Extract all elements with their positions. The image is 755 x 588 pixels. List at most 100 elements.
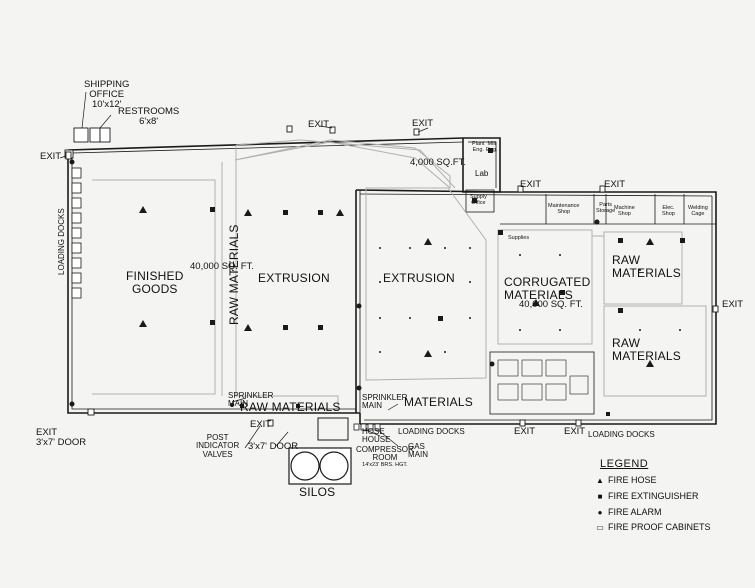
supply-office-line1: Supply — [470, 194, 487, 200]
post-indicator-line3: VALVES — [202, 449, 233, 459]
sprinkler-main-label-1: SPRINKLER MAIN — [228, 391, 274, 409]
loading-docks-label-south-2: LOADING DOCKS — [588, 430, 655, 439]
legend-item-fire-proof-cabinets: ▭ FIRE PROOF CABINETS — [596, 522, 711, 532]
hose-house-line2: HOUSE — [362, 435, 391, 445]
supply-office-label: Supply Office — [470, 194, 487, 206]
silos — [288, 447, 352, 485]
machine-shop-label: Machine Shop — [614, 205, 635, 217]
shipping-office-line1: SHIPPING — [84, 79, 130, 90]
extrusion-label-east: EXTRUSION — [383, 271, 455, 285]
exit-label-west: EXIT — [40, 151, 62, 162]
sprinkler-main-label-2: SPRINKLER MAIN — [362, 393, 408, 411]
finished-goods-line2: GOODS — [131, 281, 178, 296]
column-dots — [379, 247, 681, 353]
machine-shop-line1: Machine — [614, 205, 635, 211]
legend-label-fire-alarm: FIRE ALARM — [608, 507, 662, 517]
sprinkler-main-1-line2: MAIN — [228, 399, 248, 409]
parts-storage-line2: Storage — [596, 207, 616, 214]
raw-materials-se-line1: RAW — [612, 336, 641, 350]
raw-materials-label-se: RAW MATERIALS — [612, 337, 681, 362]
mill-eng-line2: Eng. — [486, 146, 498, 153]
area-label-east: 40,000 SQ. FT. — [519, 299, 583, 310]
plant-eng-line2: Eng. — [472, 146, 484, 153]
legend-item-fire-hose: ▲ FIRE HOSE — [596, 475, 657, 485]
extrusion-label-west: EXTRUSION — [258, 271, 330, 285]
exit-label-south-2: EXIT — [514, 426, 536, 437]
elec-shop-label: Elec. Shop — [662, 205, 675, 217]
plant-eng-line1: Plant — [472, 141, 485, 147]
fire-hose-icon: ▲ — [596, 475, 604, 485]
restrooms-label: RESTROOMS 6'x8' — [118, 107, 179, 127]
hose-house-label: HOSE HOUSE — [362, 427, 391, 445]
maintenance-shop-line1: Maintenance — [548, 203, 580, 209]
corrugated-line1: CORRUGATED — [504, 275, 591, 289]
welding-cage-label: Welding Cage — [688, 205, 708, 217]
gas-main-label: GAS MAIN — [408, 442, 428, 460]
exit-label-north-4: EXIT — [604, 179, 626, 190]
hose-house-line1: HOSE — [362, 427, 385, 436]
legend-label-fire-proof-cabinets: FIRE PROOF CABINETS — [608, 522, 711, 532]
legend-item-fire-extinguisher: ■ FIRE EXTINGUISHER — [596, 491, 699, 501]
fire-extinguisher-markers — [210, 148, 685, 416]
post-indicator-line1: POST — [206, 433, 229, 442]
compressor-line2: ROOM — [372, 453, 398, 463]
raw-materials-ne-line2: MATERIALS — [612, 265, 681, 280]
loading-docks-label-south-1: LOADING DOCKS — [398, 427, 465, 436]
welding-cage-line1: Welding — [688, 205, 708, 211]
loading-dock-doors-south — [353, 423, 381, 431]
door-3x7-label: 3'x7' DOOR — [248, 441, 299, 452]
exit-doors — [65, 125, 719, 427]
compressor-room-label: COMPRESSOR ROOM 14'x23' BRS. HGT. — [356, 445, 414, 468]
maintenance-shop-line2: Shop — [557, 208, 571, 215]
lab-label: Lab — [475, 169, 489, 178]
parts-storage-line1: Parts — [599, 202, 613, 208]
sprinkler-main-1-line1: SPRINKLER — [228, 391, 274, 400]
finished-goods-line1: FINISHED — [126, 269, 184, 283]
corrugated-materials-label: CORRUGATED MATERIALS — [504, 276, 590, 301]
raw-materials-bottom-label-2: MATERIALS — [404, 395, 473, 409]
area-label-west: 40,000 SQ. FT. — [190, 261, 254, 272]
maintenance-shop-label: Maintenance Shop — [548, 203, 580, 215]
exit-door-line2: 3'x7' DOOR — [36, 436, 87, 448]
fire-proof-cabinet-icon: ▭ — [596, 522, 604, 532]
fire-alarm-icon: ● — [597, 507, 603, 517]
supply-office-line2: Office — [471, 199, 486, 206]
legend-title: LEGEND — [600, 458, 649, 470]
exit-label-north-3: EXIT — [520, 179, 542, 190]
gas-main-line2: MAIN — [408, 450, 428, 460]
leader-lines — [59, 91, 429, 449]
elec-shop-line1: Elec. — [662, 205, 675, 211]
exit-label-north-2: EXIT — [412, 118, 434, 129]
raw-materials-se-line2: MATERIALS — [612, 348, 681, 363]
corrugated-line2: MATERIALS — [504, 287, 573, 302]
finished-goods-label: FINISHED GOODS — [126, 270, 184, 295]
legend-label-fire-extinguisher: FIRE EXTINGUISHER — [608, 491, 699, 501]
sprinkler-main-2-line2: MAIN — [362, 401, 382, 411]
post-indicator-line2: INDICATOR — [196, 441, 240, 451]
fire-hose-markers — [139, 206, 654, 367]
silos-label: SILOS — [299, 485, 336, 499]
compressor-room — [317, 417, 349, 441]
legend-item-fire-alarm: ● FIRE ALARM — [596, 507, 662, 517]
post-indicator-valves-label: POST INDICATOR VALVES — [196, 433, 240, 459]
building-walls — [67, 137, 717, 425]
restrooms-line1: RESTROOMS — [118, 106, 180, 117]
plant-eng-label: Plant Eng. — [472, 141, 485, 153]
parts-storage-label: Parts Storage — [596, 202, 616, 214]
mill-eng-line1: Mill — [487, 141, 496, 147]
sprinkler-main-2-line1: SPRINKLER — [362, 393, 408, 402]
storage-outlines — [92, 139, 707, 410]
shipping-office-line3: 10'x12' — [91, 98, 122, 110]
elec-shop-line2: Shop — [662, 210, 675, 217]
fire-alarm-markers — [69, 159, 600, 407]
legend-label-fire-hose: FIRE HOSE — [608, 475, 657, 485]
raw-materials-vertical-label: RAW MATERIALS — [227, 224, 241, 325]
loading-docks-west-label: LOADING DOCKS — [57, 208, 66, 275]
shipping-office-rooms — [64, 127, 111, 159]
mill-eng-label: Mill Eng. — [486, 141, 498, 153]
compressor-line3: 14'x23' BRS. HGT. — [362, 461, 408, 468]
shipping-office-line2: OFFICE — [89, 88, 125, 100]
exit-door-label: EXIT 3'x7' DOOR — [36, 428, 86, 448]
welding-cage-line2: Cage — [691, 210, 705, 217]
